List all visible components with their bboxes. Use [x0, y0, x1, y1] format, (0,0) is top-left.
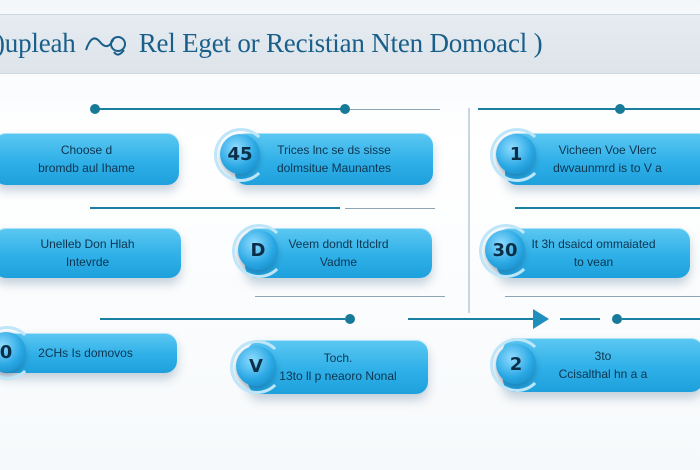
connector-arrow — [533, 309, 549, 329]
step-box-r2c1[interactable]: Unelleb Don Hlah Intevrde — [0, 228, 181, 278]
title-left: )upleah — [0, 28, 76, 58]
connector-node — [615, 104, 625, 114]
connector-node — [90, 104, 100, 114]
step-badge-r2c3: 30 — [479, 224, 533, 278]
connector-vertical — [468, 108, 470, 313]
connector-line — [560, 318, 600, 320]
connector-line — [515, 207, 700, 209]
step-badge-r1c3: 1 — [490, 128, 544, 182]
connector-line — [255, 296, 445, 297]
title-right: Rel Eget or Recistian Nten Domoacl ) — [138, 28, 543, 58]
connector-line — [90, 207, 340, 209]
connector-line — [622, 318, 700, 320]
step-badge-r1c2: 45 — [214, 128, 268, 182]
connector-node — [340, 104, 350, 114]
stylized-glyph-logo-icon — [85, 36, 127, 56]
connector-line — [95, 108, 345, 110]
connector-line — [505, 296, 700, 297]
connector-line — [408, 318, 533, 320]
step-badge-r3c1: 0 — [0, 326, 34, 380]
step-badge-r2c2: D — [232, 224, 286, 278]
step-box-r1c2[interactable]: Trices lnc se ds sisse dolmsitue Maunant… — [235, 133, 433, 185]
connector-node — [345, 314, 355, 324]
diagram-title: )upleah Rel Eget or Recistian Nten Domoa… — [0, 28, 700, 59]
connector-line — [345, 208, 435, 209]
connector-line — [350, 109, 440, 110]
step-badge-r3c2: V — [230, 340, 284, 394]
step-box-r3c2[interactable]: Toch. 13to ll p neaoro Nonal — [248, 340, 428, 394]
connector-line — [100, 318, 345, 320]
step-badge-r3c3: 2 — [490, 338, 544, 392]
connector-line — [478, 108, 700, 110]
title-bar — [0, 14, 700, 74]
step-box-r1c1[interactable]: Choose d bromdb aul Ihame — [0, 133, 179, 185]
connector-node — [612, 314, 622, 324]
